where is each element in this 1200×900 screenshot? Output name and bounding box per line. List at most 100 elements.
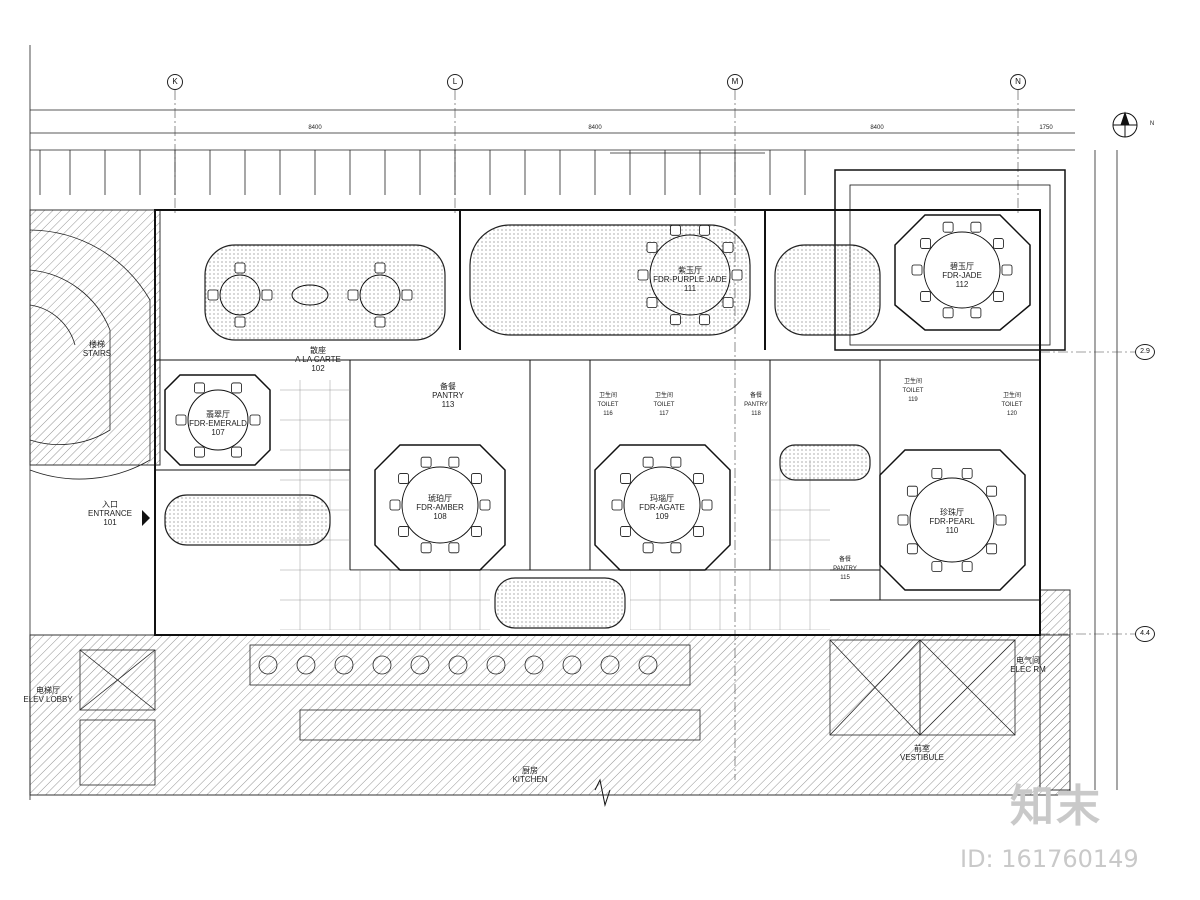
chair [479,499,491,511]
chair [670,224,681,236]
chair [906,485,918,497]
chair [642,542,654,554]
tables [187,231,1001,563]
chair [906,543,918,555]
chair [620,473,631,484]
chair [374,262,386,274]
structural-hatch [29,209,1071,796]
chair [194,446,205,458]
chair [194,382,205,394]
burner [410,655,430,675]
chair [389,499,401,511]
burner [562,655,582,675]
dimension-lines [29,45,1118,800]
grid-bubble-M: M [727,74,743,90]
chair [249,414,261,426]
burner [486,655,506,675]
chair [920,238,931,249]
chair [401,289,413,301]
chair [699,314,710,326]
chair [731,269,743,281]
chair [448,456,460,468]
burner [258,655,278,675]
chair [420,456,432,468]
chair [398,526,409,537]
break-line [594,778,611,807]
chair [961,561,973,573]
chair [471,526,482,537]
chair [986,485,998,497]
kitchen-equipment [79,639,1016,786]
chair [970,221,982,233]
chair [701,499,713,511]
chair [993,291,1004,302]
chair [234,316,246,328]
chair [942,221,954,233]
burners [258,655,658,675]
chair [642,456,654,468]
entrance-arrow [142,510,150,526]
chair [942,307,954,319]
chair [611,499,623,511]
chair [986,543,998,555]
burner [448,655,468,675]
spiral-stair [29,229,151,480]
chair [231,446,242,458]
chair [970,307,982,319]
chair [234,262,246,274]
burner [638,655,658,675]
chair [670,314,681,326]
chair [722,297,734,309]
watermark-id: ID: 161760149 [960,845,1139,873]
chair [231,382,242,394]
north-label: N [1149,121,1155,127]
chair [693,473,704,484]
dim-text-1: 8400 [308,125,322,131]
chair [670,456,682,468]
grid-lines [174,90,1150,780]
chair [897,514,909,526]
chair [207,289,219,301]
chair [175,414,187,426]
grid-bubble-2-9: 2.9 [1135,344,1155,360]
chairs [175,221,1013,573]
chair [646,241,658,253]
grid-bubble-N: N [1010,74,1026,90]
chair [722,241,734,253]
watermark-logo: 知末 [1010,781,1102,832]
grid-bubble-L: L [447,74,463,90]
dim-text-4: 1750 [1039,125,1053,131]
dim-text-3: 8400 [870,125,884,131]
chair [471,473,482,484]
dim-text-2: 8400 [588,125,602,131]
chair [931,561,943,573]
chair [646,297,658,309]
chair [931,467,943,479]
chair [261,289,273,301]
chair [398,473,409,484]
chair [1001,264,1013,276]
chair [620,526,631,537]
chair [920,291,931,302]
burner [600,655,620,675]
chair [993,238,1004,249]
